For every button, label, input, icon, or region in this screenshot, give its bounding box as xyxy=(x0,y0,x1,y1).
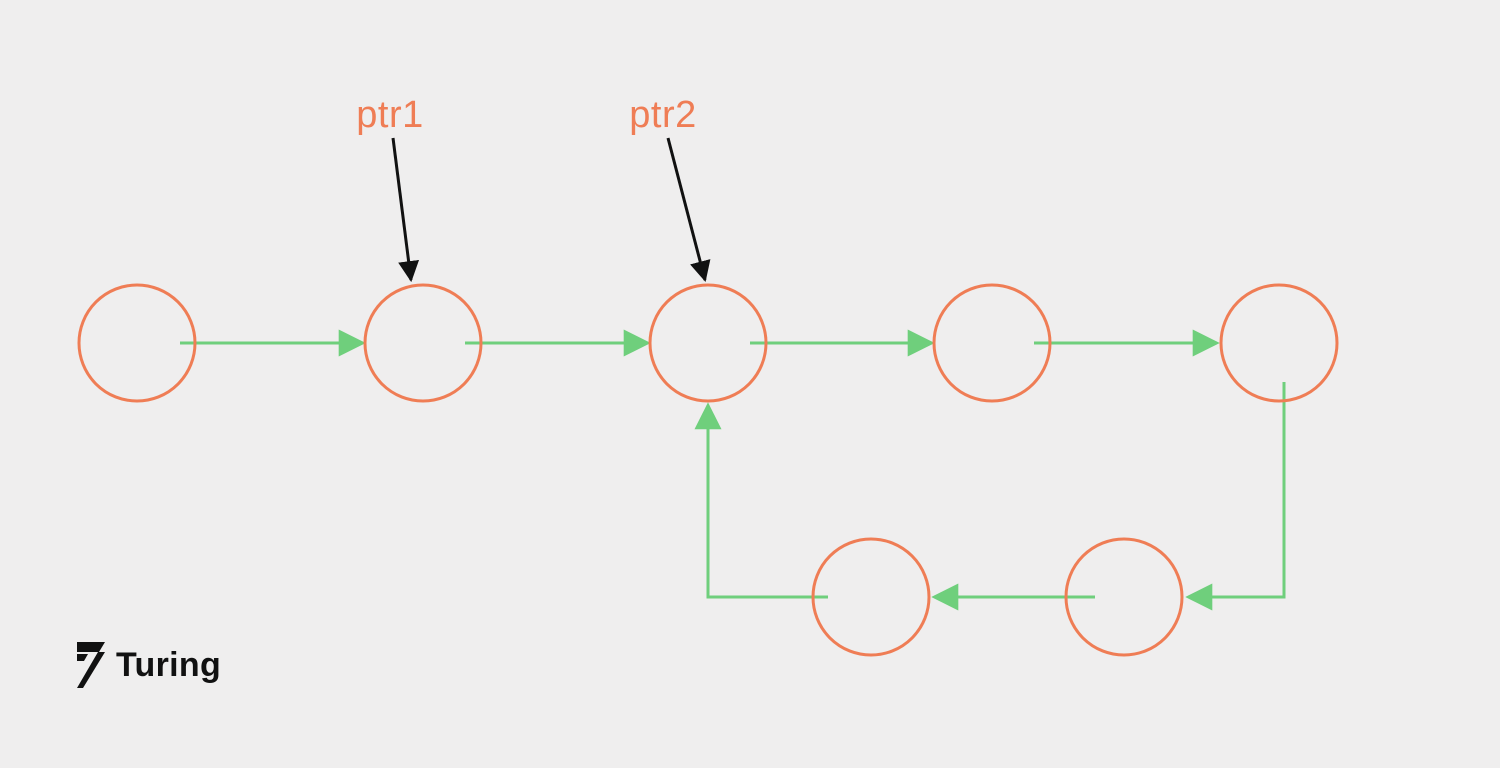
node-6 xyxy=(1064,537,1184,657)
node-1 xyxy=(77,283,197,403)
edges-layer xyxy=(180,329,1286,611)
logo-text: Turing xyxy=(116,646,222,684)
pointer-label-ptr2: ptr2 xyxy=(629,94,696,136)
nodes-layer xyxy=(77,283,1339,657)
edge-node-7-to-node-3 xyxy=(694,402,828,599)
node-3 xyxy=(648,283,768,403)
node-5 xyxy=(1219,283,1339,403)
pointers-layer: ptr1 ptr2 xyxy=(356,94,711,283)
pointer-arrow-ptr2 xyxy=(666,137,711,283)
pointer-arrow-ptr1 xyxy=(391,137,420,283)
edge-node-5-to-node-6 xyxy=(1185,382,1286,611)
node-7 xyxy=(811,537,931,657)
turing-logo: Turing xyxy=(74,640,221,690)
turing-seven-icon xyxy=(77,642,105,688)
node-2 xyxy=(363,283,483,403)
node-4 xyxy=(932,283,1052,403)
pointer-label-ptr1: ptr1 xyxy=(356,94,423,136)
